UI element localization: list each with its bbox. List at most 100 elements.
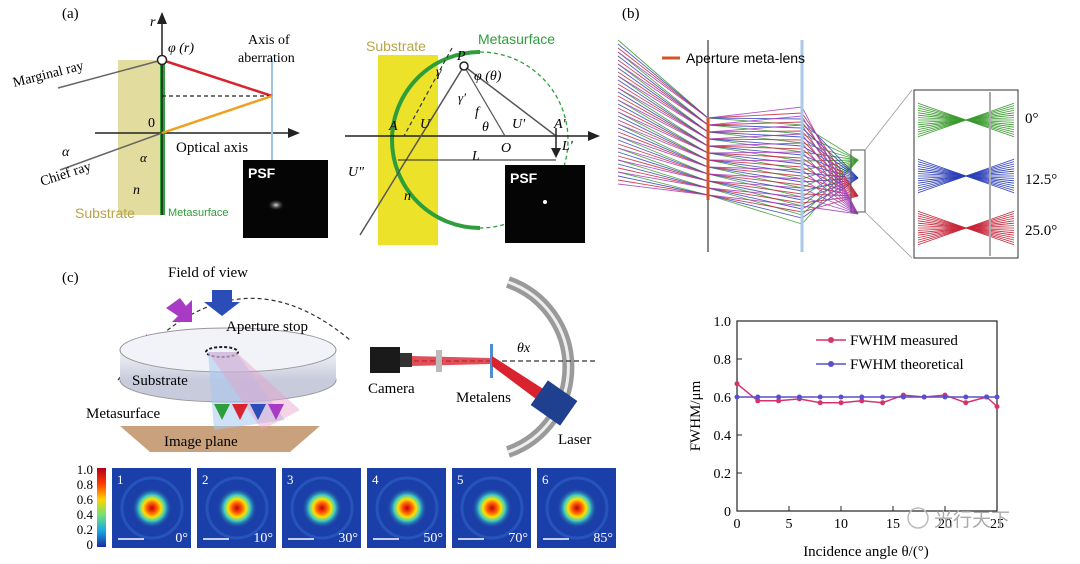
camera-label: Camera xyxy=(368,381,415,397)
data-point xyxy=(838,394,844,400)
data-point xyxy=(994,404,1000,409)
L-label: L xyxy=(471,149,480,164)
marginal-ray-in xyxy=(57,59,163,89)
data-point xyxy=(776,394,782,400)
gamma-label: γ xyxy=(436,65,442,80)
psf-image-left xyxy=(243,160,328,238)
watermark-icon xyxy=(907,507,929,529)
data-point xyxy=(838,400,844,406)
image-plane-label: Image plane xyxy=(164,434,238,450)
x-tick-label: 15 xyxy=(886,517,900,532)
psf-spot xyxy=(557,488,597,528)
ray-line xyxy=(617,159,859,215)
optical-axis-right-arrowhead xyxy=(588,131,600,141)
zoom-line-1 xyxy=(864,89,913,151)
y-tick-label: 0.8 xyxy=(714,353,732,368)
chart-legend: FWHM measured FWHM theoretical xyxy=(816,333,964,373)
ray-line xyxy=(617,99,859,215)
theta-x-label: θx xyxy=(517,341,531,356)
inset-ray xyxy=(917,102,1015,138)
colorbar-tick-6: 0 xyxy=(87,537,94,552)
colorbar-ticks: 1.0 0.8 0.6 0.4 0.2 0 xyxy=(77,462,94,552)
ray-line xyxy=(617,151,859,201)
data-point xyxy=(900,394,906,400)
focus-box xyxy=(850,149,866,213)
ray-line xyxy=(617,139,859,192)
data-point xyxy=(817,400,823,406)
psf-ring xyxy=(375,476,439,540)
data-point xyxy=(817,394,823,400)
psf-spot xyxy=(302,488,342,528)
substrate-label-c: Substrate xyxy=(132,373,188,389)
normal-dashed xyxy=(403,47,453,137)
panel-label-a: (a) xyxy=(62,6,79,22)
panel-a-right: Substrate Metasurface γ P φ (θ) γ' f θ A… xyxy=(345,31,600,245)
gamma-prime-label: γ' xyxy=(458,90,466,105)
data-point xyxy=(942,394,948,400)
ray-line xyxy=(617,163,859,210)
n-label-right: n xyxy=(404,189,411,204)
ray-line xyxy=(617,43,859,179)
metasurface-label-c: Metasurface xyxy=(86,406,160,422)
ray-line xyxy=(617,51,859,161)
psf-ring xyxy=(545,476,609,540)
camera-body xyxy=(370,347,400,373)
ray-line xyxy=(617,179,859,213)
panel-a-left: (a) r 0 Axis of aberration φ (r) Margina… xyxy=(11,6,328,238)
data-point xyxy=(734,381,740,387)
ray-line xyxy=(617,51,859,215)
aperture-stop-label: Aperture stop xyxy=(226,319,308,335)
colorbar-tick-3: 0.6 xyxy=(77,492,94,507)
ray-line xyxy=(617,107,859,197)
chief-ray-label: Chief ray xyxy=(39,159,94,189)
ray-line xyxy=(617,91,859,179)
marginal-ray-label: Marginal ray xyxy=(11,59,85,91)
colorbar-tick-1: 1.0 xyxy=(77,462,93,477)
n-label: n xyxy=(133,183,140,198)
psf-tile-number: 5 xyxy=(457,472,464,487)
ray-line xyxy=(617,63,859,215)
x-tick-label: 20 xyxy=(938,517,952,532)
ray-line xyxy=(617,59,859,197)
r-axis-arrowhead xyxy=(157,12,167,24)
substrate-block-right xyxy=(378,55,438,245)
psf-ring xyxy=(460,476,524,540)
U-label: U xyxy=(420,117,431,132)
data-point xyxy=(963,400,969,406)
ray-line xyxy=(617,95,859,197)
psf-tiles: 10°210°330°450°570°685° xyxy=(112,468,616,548)
origin-label: 0 xyxy=(148,116,155,131)
marginal-ray-out xyxy=(161,58,273,98)
incident-ray xyxy=(359,65,465,236)
ray-fan-group xyxy=(617,39,859,225)
y-tick-label: 0.6 xyxy=(714,391,732,406)
ray-line xyxy=(617,143,859,197)
metalens-element xyxy=(490,344,493,378)
curved-metasurface xyxy=(390,50,481,230)
data-point xyxy=(963,394,969,400)
psf-tile-angle: 30° xyxy=(338,531,358,546)
ray-line xyxy=(617,79,859,179)
data-point xyxy=(796,394,802,400)
focus-red xyxy=(232,404,248,420)
objective-lens xyxy=(436,350,442,372)
ray-line xyxy=(617,155,859,197)
y-tick-label: 0 xyxy=(724,505,731,520)
psf-tile-number: 3 xyxy=(287,472,294,487)
ray-line xyxy=(617,39,859,161)
colorbar-tick-5: 0.2 xyxy=(77,522,93,537)
focus-blue xyxy=(250,404,266,420)
psf-spot xyxy=(472,488,512,528)
beam-to-laser xyxy=(492,356,548,402)
angle-label-0: 0° xyxy=(1025,111,1039,127)
A-prime-arrowhead xyxy=(551,148,561,158)
colorbar-tick-4: 0.4 xyxy=(77,507,94,522)
ray-line xyxy=(617,147,859,215)
psf-tile-number: 6 xyxy=(542,472,549,487)
phase-point xyxy=(156,54,168,66)
angle-label-12-5: 12.5° xyxy=(1025,172,1057,188)
substrate-label: Substrate xyxy=(75,205,135,221)
data-point xyxy=(755,398,761,404)
